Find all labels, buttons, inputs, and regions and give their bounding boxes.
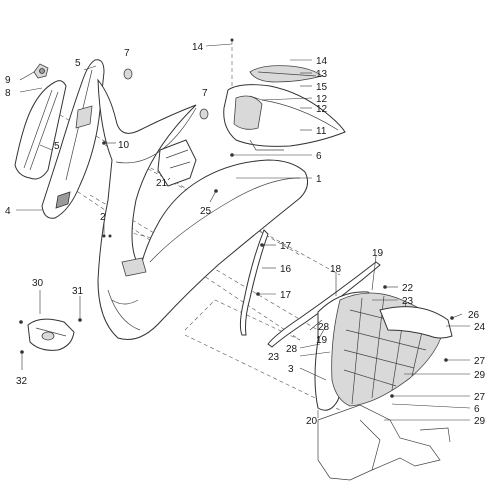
callout-labels: 14 7 9 5 8 14 13 15 12 7 12 5 10 11 6 21… [5,42,486,427]
callout-30: 30 [32,278,44,289]
callout-13: 13 [316,69,328,80]
callout-7b: 7 [202,88,208,99]
callout-19b: 19 [316,335,328,346]
callout-2: 2 [100,212,106,223]
callout-8: 8 [5,88,11,99]
callout-14b: 14 [316,56,328,67]
clip-part-9 [33,63,49,79]
strip-part-16 [239,229,269,336]
callout-28b: 28 [286,344,298,355]
callout-12b: 12 [316,104,328,115]
side-cover-part-24 [379,306,453,339]
callout-9: 9 [5,75,11,86]
callout-3: 3 [288,364,294,375]
lens-part-13 [249,65,323,83]
callout-12a: 12 [316,94,328,105]
callout-16: 16 [280,264,292,275]
callout-19a: 19 [372,248,384,259]
callout-27b: 27 [474,392,486,403]
bracket-part-21 [157,139,197,187]
callout-23a: 23 [402,296,414,307]
callout-27a: 27 [474,356,486,367]
callout-21: 21 [156,178,168,189]
callout-24: 24 [474,322,486,333]
callout-28a: 28 [318,322,330,333]
bracket-part-30 [27,318,75,351]
callout-22: 22 [402,283,414,294]
callout-29a: 29 [474,370,486,381]
callout-23b: 23 [268,352,280,363]
inner-trim-part-5 [41,59,105,219]
callout-4: 4 [5,206,11,217]
callout-15: 15 [316,82,328,93]
callout-14a: 14 [192,42,204,53]
callout-6b: 6 [474,404,480,415]
callout-18: 18 [330,264,342,275]
callout-17a: 17 [280,241,292,252]
callout-5a: 5 [75,58,81,69]
callout-5b: 5 [54,141,60,152]
side-trim-part-4 [14,80,67,180]
callout-20: 20 [306,416,318,427]
frame-outline [317,404,451,481]
headlight-cover-part-11 [223,84,346,151]
callout-25: 25 [200,206,212,217]
callout-31: 31 [72,286,84,297]
callout-10: 10 [118,140,130,151]
callout-26: 26 [468,310,480,321]
callout-7a: 7 [124,48,130,59]
callout-32: 32 [16,376,28,387]
leader-lines [16,43,471,421]
callout-29b: 29 [474,416,486,427]
front-shield-part-1 [97,78,309,340]
fasteners [19,38,454,398]
callout-17b: 17 [280,290,292,301]
grommet-part-7 [123,68,209,120]
callout-1: 1 [316,174,322,185]
callout-6a: 6 [316,151,322,162]
callout-11: 11 [316,126,327,137]
